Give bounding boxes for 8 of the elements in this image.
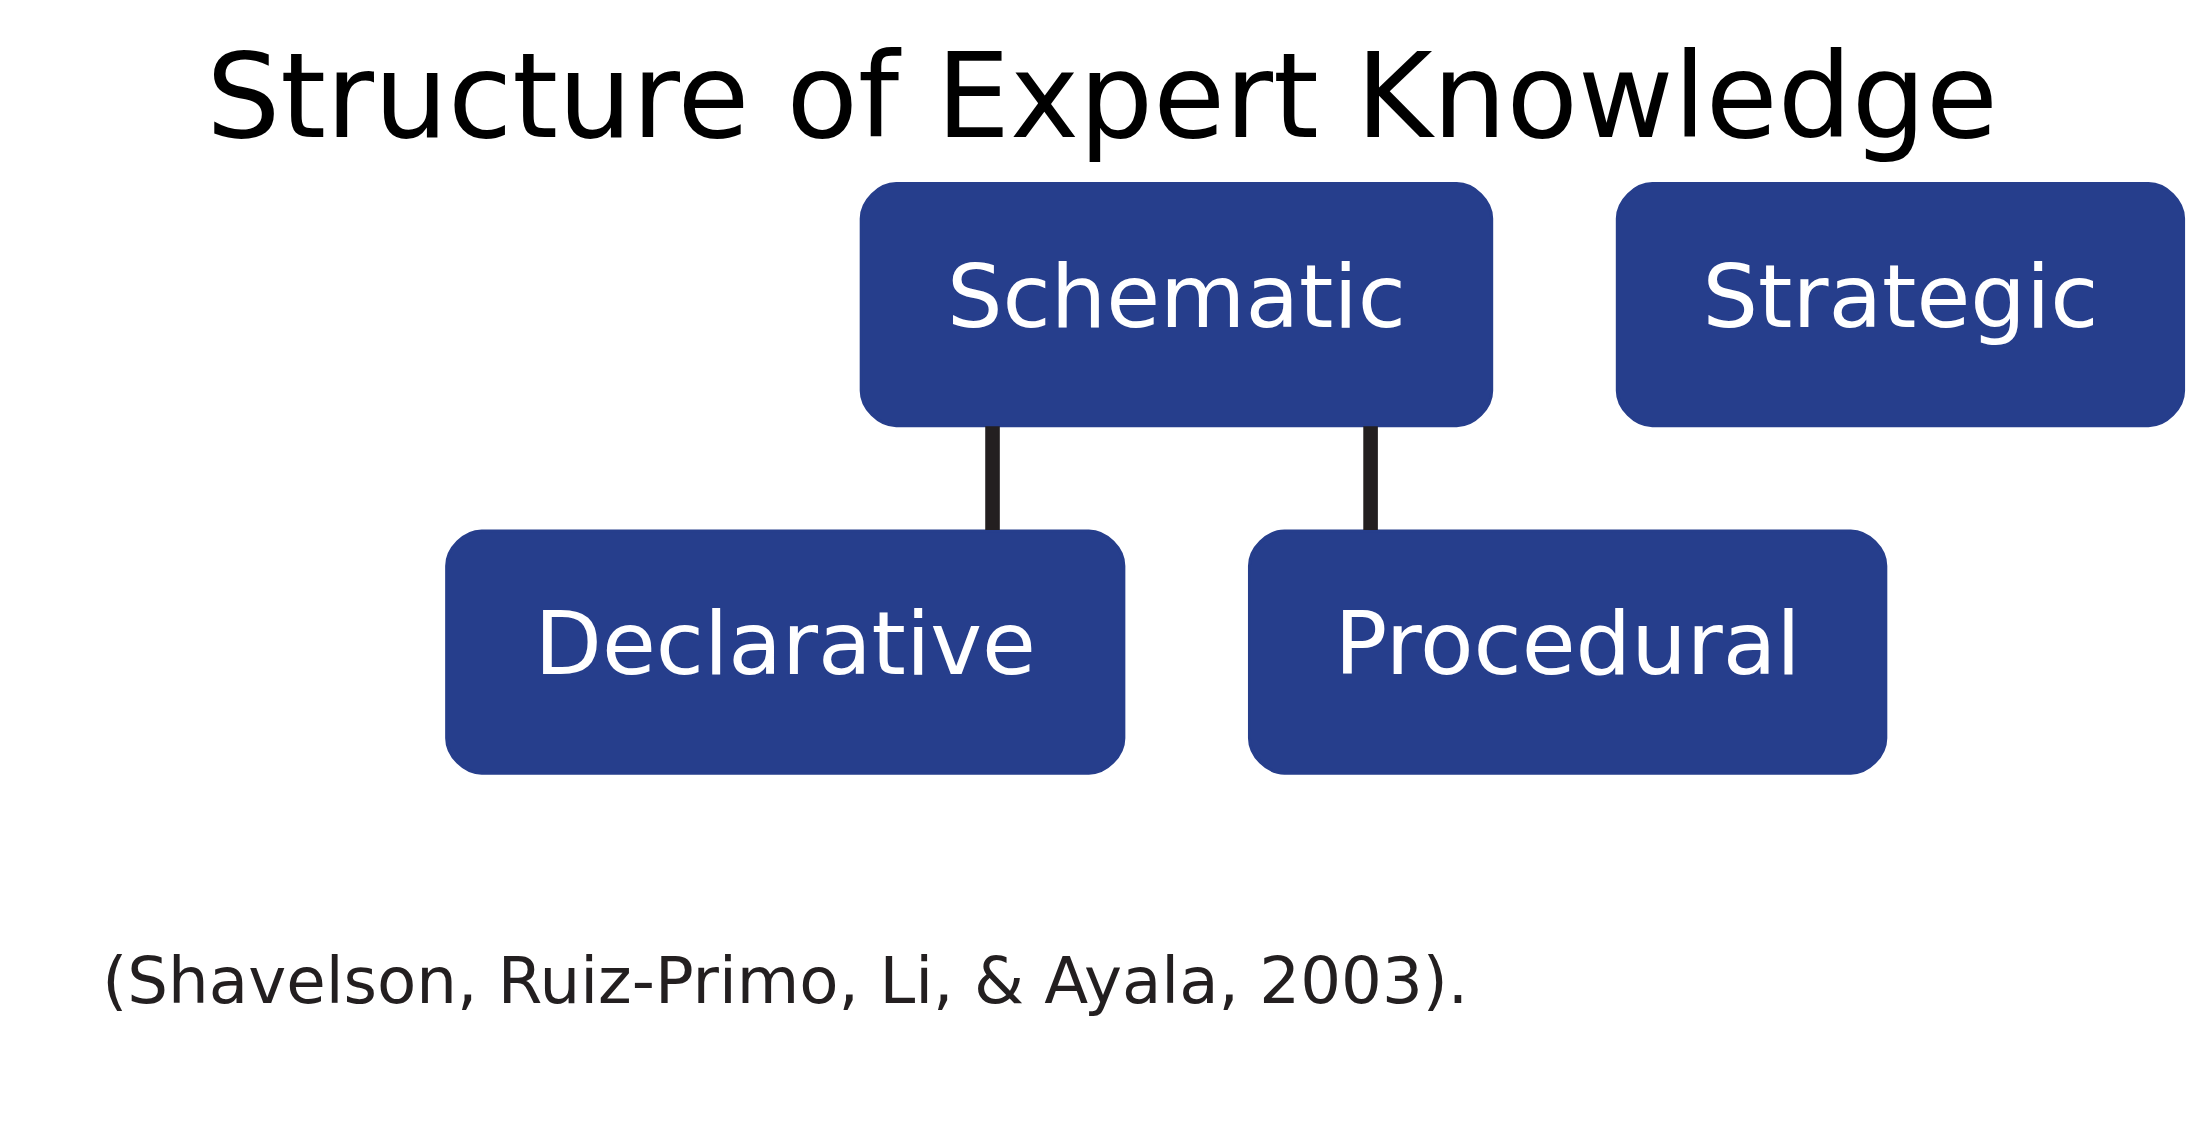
node-box: Schematic bbox=[859, 181, 1494, 427]
connector bbox=[985, 425, 1000, 530]
node-box: Strategic bbox=[1615, 181, 2186, 427]
node-box: Procedural bbox=[1247, 528, 1888, 775]
connector bbox=[1363, 425, 1378, 530]
caption: (Shavelson, Ruiz-Primo, Li, & Ayala, 2003). bbox=[102, 942, 1469, 1018]
node-box: Declarative bbox=[445, 528, 1126, 775]
diagram-title: Structure of Expert Knowledge bbox=[206, 28, 1998, 165]
